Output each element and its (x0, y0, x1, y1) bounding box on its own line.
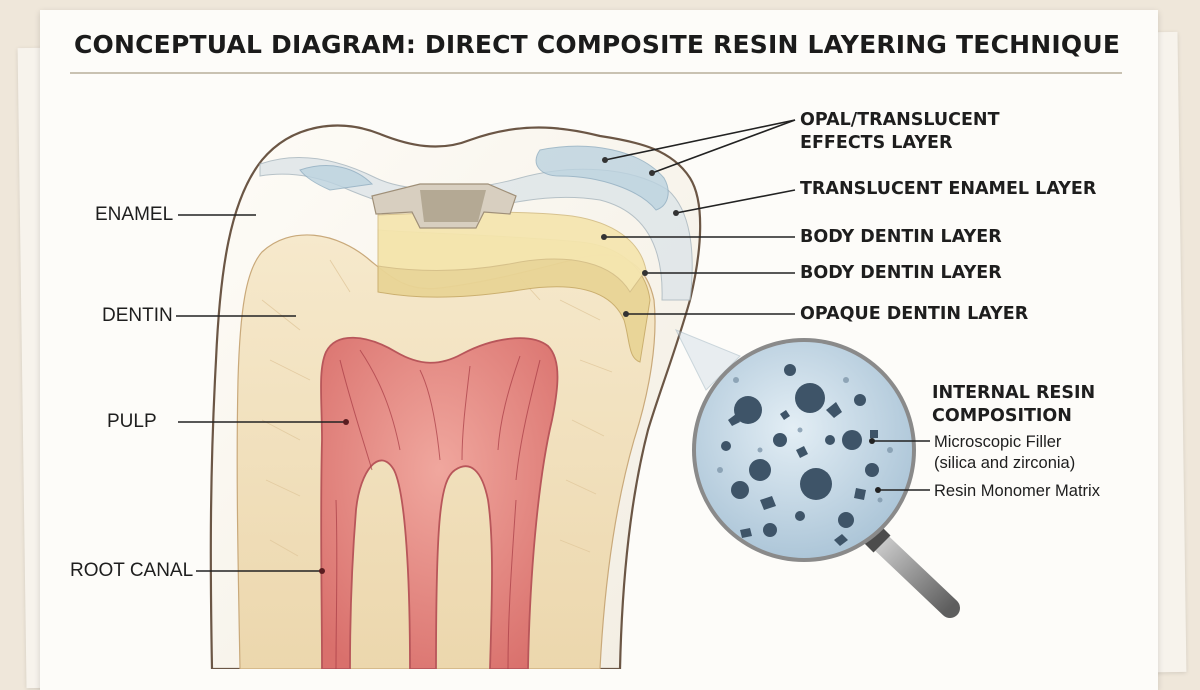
left-leader-lines (176, 214, 346, 572)
inset-heading-line1: INTERNAL RESIN (932, 383, 1096, 403)
label-dentin: DENTIN (102, 305, 173, 326)
label-opal-effects: OPAL/TRANSLUCENT EFFECTS LAYER (800, 109, 1000, 155)
label-translucent-enamel: TRANSLUCENT ENAMEL LAYER (800, 179, 1097, 199)
filler-particles (721, 364, 879, 546)
label-opal-line1: OPAL/TRANSLUCENT (800, 110, 1000, 130)
inset-filler-line2: (silica and zirconia) (934, 454, 1076, 472)
label-opal-line2: EFFECTS LAYER (800, 133, 953, 153)
pulp-shape (320, 336, 559, 669)
inset-filler-line1: Microscopic Filler (934, 433, 1062, 451)
inset-matrix-label: Resin Monomer Matrix (934, 482, 1100, 500)
label-body-dentin-1: BODY DENTIN LAYER (800, 227, 1002, 247)
label-pulp: PULP (107, 411, 157, 432)
diagram-title: CONCEPTUAL DIAGRAM: DIRECT COMPOSITE RES… (74, 30, 1121, 59)
label-root-canal: ROOT CANAL (70, 560, 194, 581)
label-body-dentin-2: BODY DENTIN LAYER (800, 263, 1002, 283)
tooth-illustration (176, 119, 960, 669)
inset-filler-label: Microscopic Filler (silica and zirconia) (934, 432, 1075, 474)
opal-effects-layer (299, 145, 669, 211)
label-enamel: ENAMEL (95, 204, 174, 225)
magnifier-handle (862, 524, 960, 618)
inset-heading-line2: COMPOSITION (932, 406, 1072, 426)
right-leader-lines (604, 119, 796, 315)
inset-heading: INTERNAL RESIN COMPOSITION (932, 382, 1095, 428)
title-divider (70, 72, 1122, 74)
label-opaque-dentin: OPAQUE DENTIN LAYER (800, 304, 1029, 324)
